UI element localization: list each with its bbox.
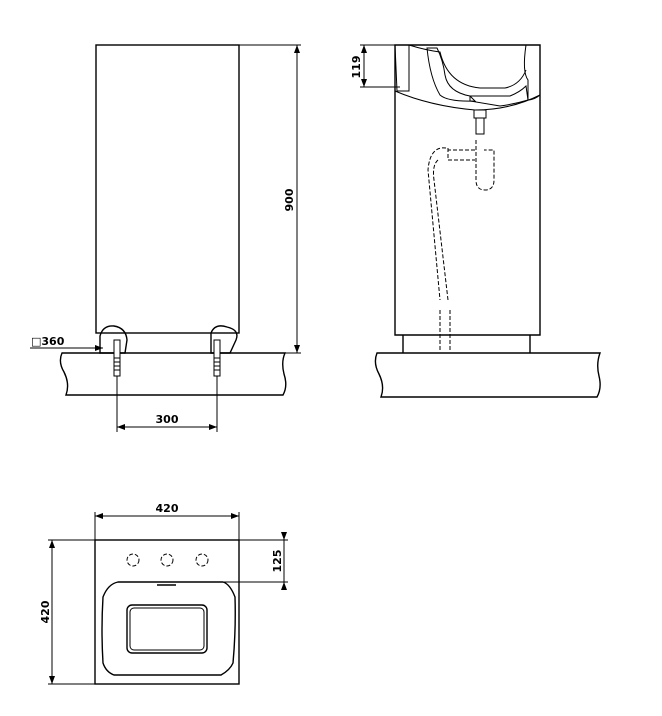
height-dimension: 900 (283, 188, 296, 211)
front-elevation: 900 □360 300 (30, 44, 301, 432)
floor-section (374, 352, 601, 398)
siphon-trap (427, 109, 495, 352)
pedestal-body (95, 44, 240, 334)
right-foot (210, 325, 238, 354)
plan-view: 420 420 125 (39, 502, 288, 685)
anchor-spacing-dimension: 300 (156, 413, 179, 426)
tap-hole (126, 553, 140, 567)
basin-depth-dimension: 119 (350, 56, 363, 79)
tap-hole (160, 553, 174, 567)
tap-offset-dimension: 125 (271, 550, 284, 573)
left-foot (99, 325, 128, 354)
floor-section (59, 352, 287, 396)
basin-outline (101, 581, 236, 676)
side-section: 119 (350, 44, 601, 398)
tap-hole (195, 553, 209, 567)
width-dimension: 420 (156, 502, 179, 515)
anchor-bolts (113, 339, 221, 377)
depth-dimension: 420 (39, 600, 52, 623)
footprint-label: □360 (31, 335, 65, 348)
